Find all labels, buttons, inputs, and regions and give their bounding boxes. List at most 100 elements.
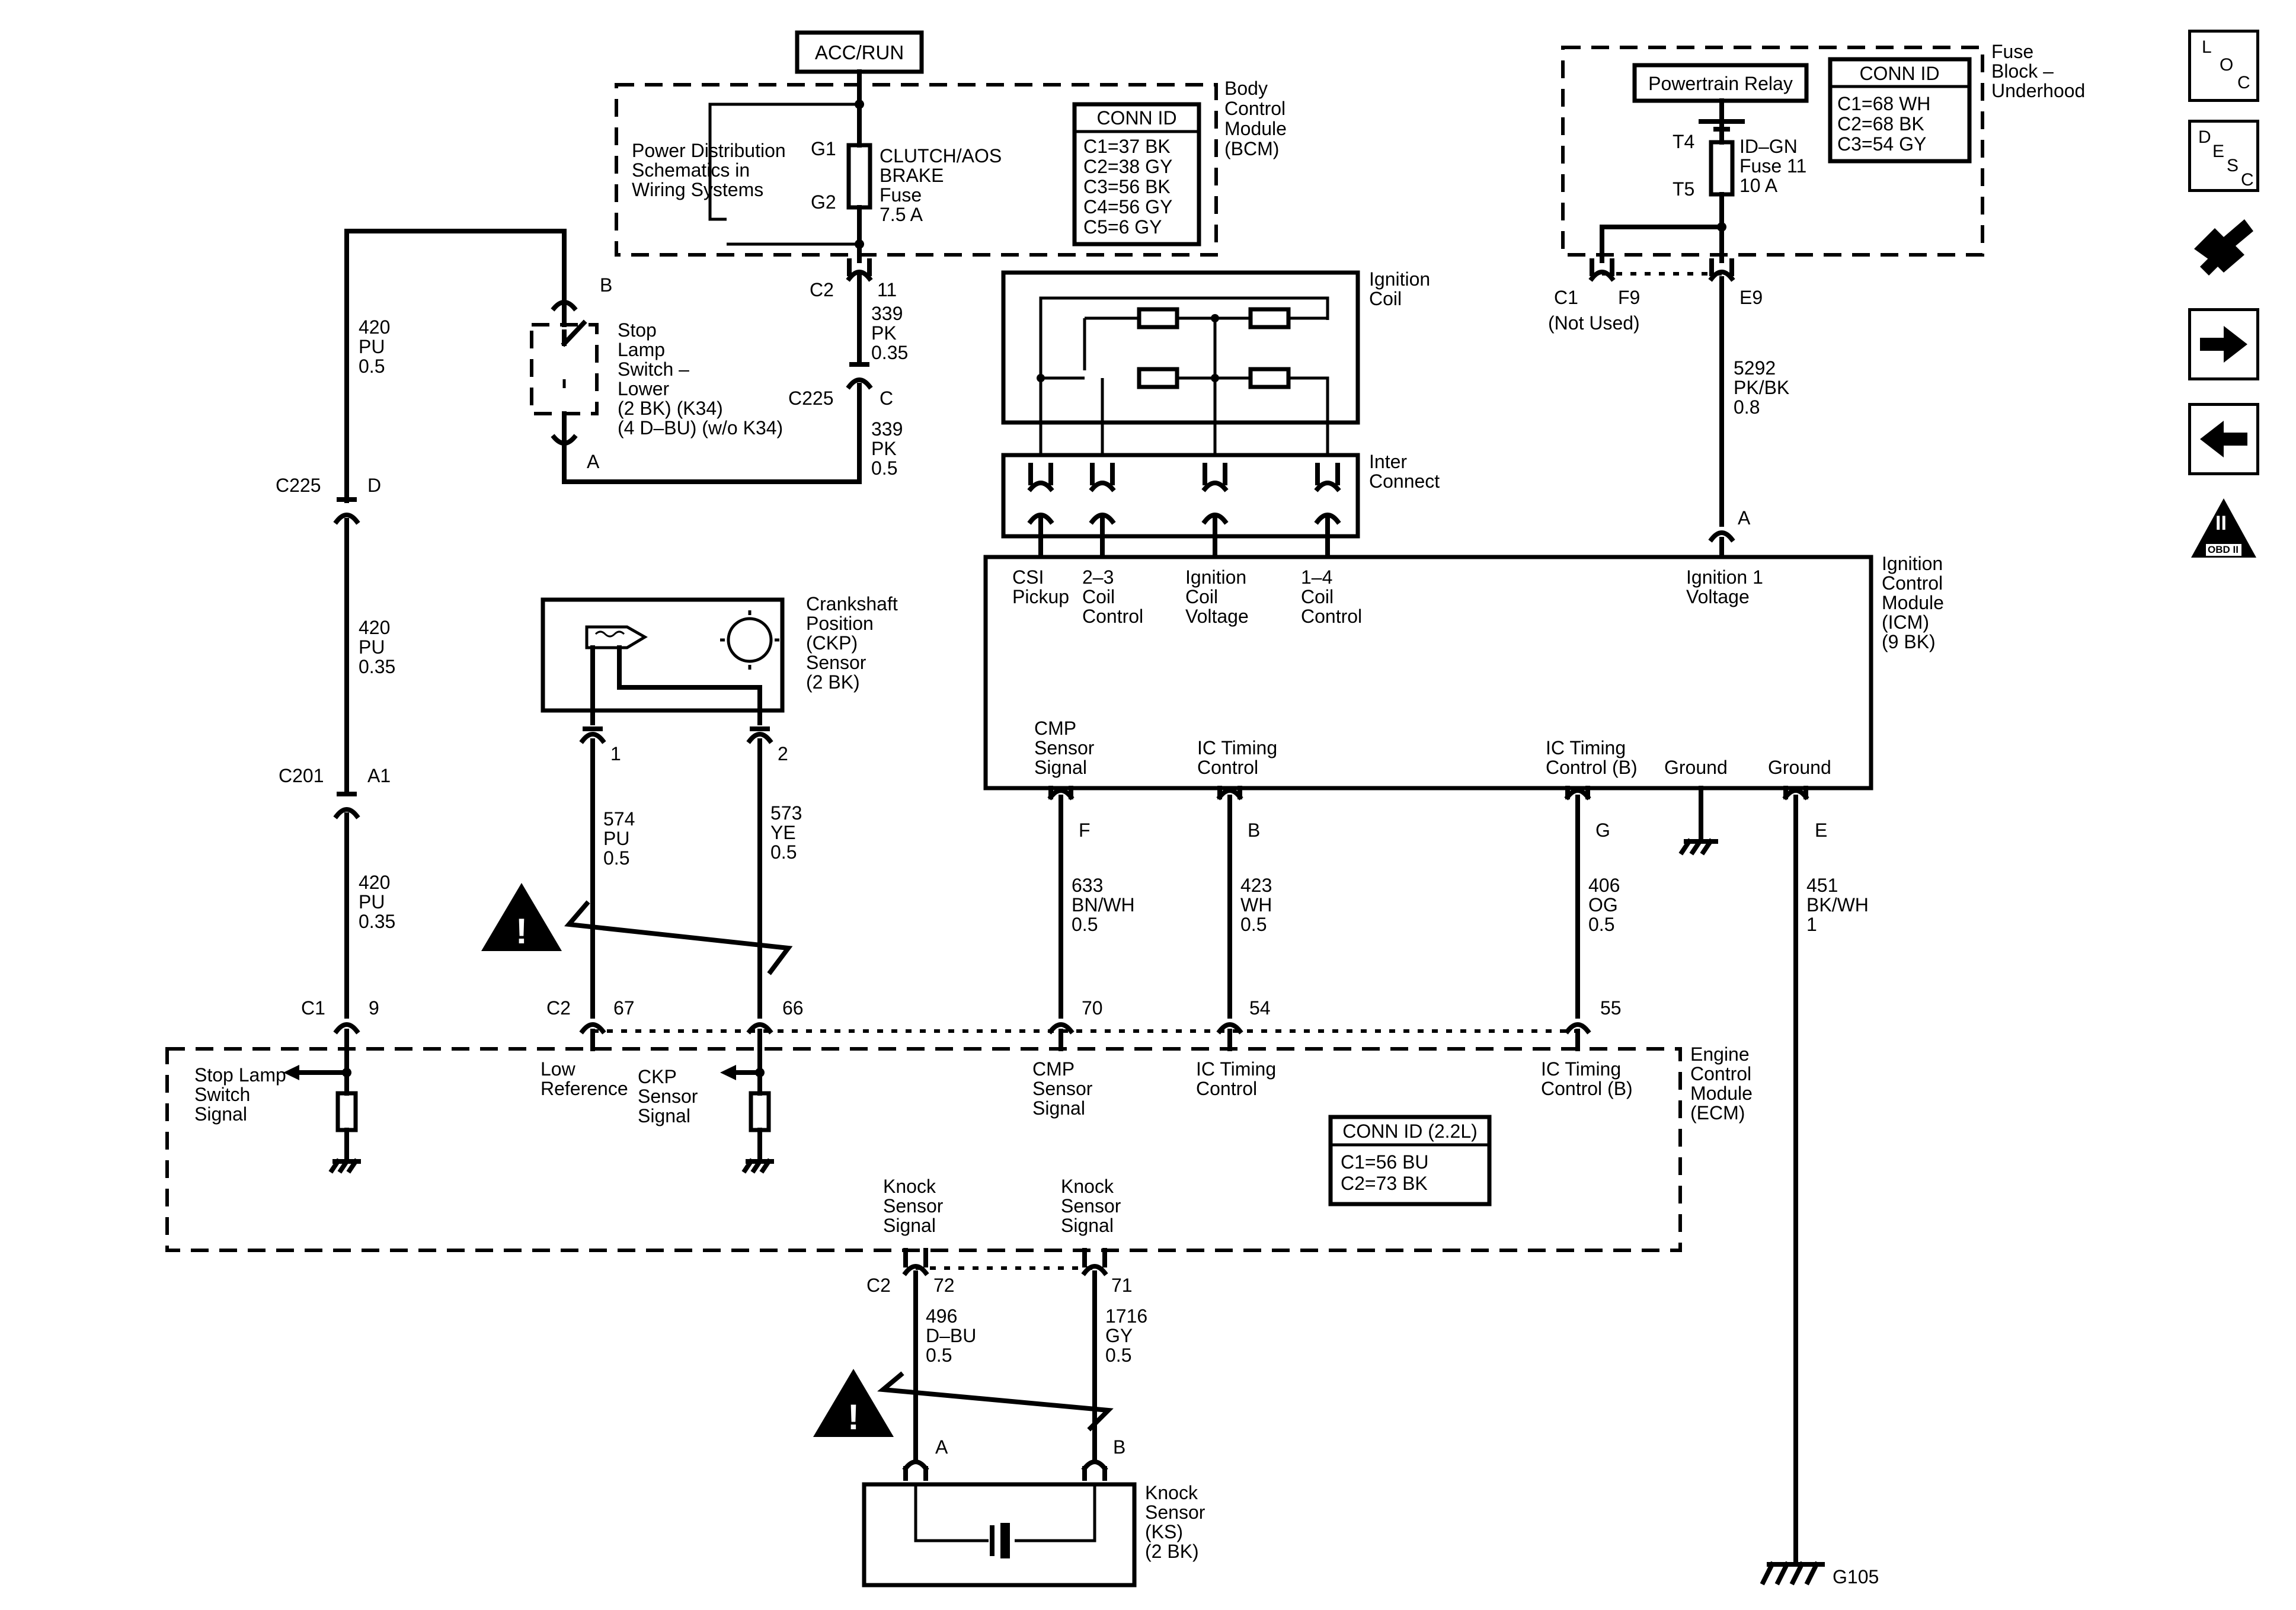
- bcm-conn-c1: C1=37 BK: [1083, 136, 1171, 157]
- loc-letter-o: O: [2220, 55, 2234, 75]
- ks-label-4: (2 BK): [1145, 1541, 1199, 1562]
- icm-igncoil-1: Ignition: [1185, 566, 1246, 588]
- w1716-2: GY: [1105, 1325, 1133, 1346]
- w1716-3: 0.5: [1105, 1345, 1131, 1366]
- w573-3: 0.5: [770, 841, 797, 863]
- desc-button[interactable]: D E S C: [2188, 120, 2259, 192]
- ckp-twisted-pair-marker: [564, 900, 793, 975]
- w633-2: BN/WH: [1072, 894, 1135, 916]
- ignition-coil-box: [1001, 270, 1360, 425]
- loc-letter-l: L: [2202, 37, 2212, 57]
- c2-11-pin: 11: [877, 279, 897, 300]
- fuse-block-title-1: Fuse: [1991, 41, 2033, 62]
- ecm-low-ref-1: Low: [541, 1058, 576, 1080]
- ckp-label-4: Sensor: [806, 652, 866, 673]
- w5292-2: PK/BK: [1734, 377, 1789, 398]
- bcm-conn-c4: C4=56 GY: [1083, 196, 1172, 217]
- ecm-ckp-3: Signal: [638, 1105, 690, 1126]
- left-arrow-icon: [2200, 421, 2247, 457]
- ckp-pin-1: 1: [610, 743, 621, 764]
- previous-arrow-button[interactable]: [2188, 403, 2259, 475]
- ecm-cmp-1: CMP: [1032, 1058, 1075, 1080]
- ks-pin-b: B: [1113, 1436, 1125, 1458]
- ground-g105: G105: [1833, 1566, 1879, 1587]
- ecm-low-ref-2: Reference: [541, 1078, 628, 1099]
- c2-72-pin: 72: [933, 1275, 955, 1296]
- ckp-sensor: Crankshaft Position (CKP) Sensor (2 BK) …: [481, 593, 898, 1035]
- stop-lamp-label-5: (2 BK) (K34): [618, 398, 723, 419]
- interconnect-label-2: Connect: [1369, 470, 1440, 492]
- ecm-conn-id-box: [1328, 1115, 1492, 1206]
- caution-icon-2[interactable]: [813, 1369, 894, 1437]
- w420a-2: PU: [359, 336, 385, 357]
- fuse-block-underhood: Fuse Block – Underhood Powertrain Relay …: [1548, 41, 2085, 559]
- engine-control-module: Engine Control Module (ECM) Stop Lamp Sw…: [165, 1029, 1753, 1252]
- w420c-3: 0.35: [359, 911, 395, 932]
- connector-c1-9: [333, 1022, 360, 1035]
- w574-3: 0.5: [603, 847, 629, 869]
- bcm-conn-c5: C5=6 GY: [1083, 216, 1162, 238]
- w573-1: 573: [770, 802, 802, 824]
- g105-ground-icon: [1760, 1561, 1825, 1586]
- stop-lamp-pin-b: B: [600, 274, 612, 296]
- power-distribution-bracket: [708, 103, 859, 221]
- ecm-conn-header: CONN ID (2.2L): [1342, 1121, 1478, 1142]
- ecm-ictimingb-1: IC Timing: [1541, 1058, 1621, 1080]
- right-arrow-icon: [2200, 326, 2247, 363]
- connector-c201-a1: [333, 807, 360, 820]
- ckp-reluctor-icon: [727, 617, 773, 663]
- stop-lamp-label-2: Lamp: [618, 339, 665, 360]
- stop-lamp-switch: B A Stop Lamp Switch – Lower (2 BK) (K34…: [344, 229, 783, 503]
- next-arrow-button[interactable]: [2188, 308, 2259, 380]
- fuse-g1: G1: [811, 138, 836, 159]
- loc-button[interactable]: L O C: [2188, 30, 2259, 102]
- w339b-1: 339: [871, 418, 903, 440]
- repair-tools-icon[interactable]: [2188, 213, 2259, 284]
- ecm-knock2-3: Signal: [1061, 1215, 1114, 1236]
- fuse-block-conn-c3: C3=54 GY: [1837, 133, 1926, 155]
- fuse-block-conn-id-box: [1828, 57, 1972, 164]
- ecm-knock1-1: Knock: [883, 1176, 936, 1197]
- icm-14coil-2: Coil: [1301, 586, 1334, 607]
- w1716-1: 1716: [1105, 1305, 1147, 1327]
- w339a-2: PK: [871, 322, 897, 344]
- fuse-block-f9: F9: [1618, 287, 1640, 308]
- caution-icon[interactable]: [481, 883, 562, 951]
- fuse-block-e9: E9: [1739, 287, 1763, 308]
- svg-text:!: !: [516, 911, 527, 951]
- ckp-signal-arrow: [720, 1065, 736, 1080]
- clutch-fuse-symbol: [846, 143, 872, 210]
- pin-54: 54: [1249, 997, 1271, 1019]
- obd-ii-button[interactable]: II OBD II: [2188, 495, 2259, 566]
- ecm-ckp-2: Sensor: [638, 1086, 698, 1107]
- powertrain-relay-label: Powertrain Relay: [1648, 73, 1793, 94]
- c2-67-ref: C2: [546, 997, 571, 1019]
- ecm-knock1-2: Sensor: [883, 1195, 944, 1217]
- ecm-title-4: (ECM): [1690, 1102, 1745, 1124]
- stop-lamp-pin-a: A: [587, 451, 600, 472]
- interconnect-label-1: Inter: [1369, 451, 1407, 472]
- stop-lamp-label-4: Lower: [618, 378, 670, 399]
- fuse-block-conn-header: CONN ID: [1859, 63, 1939, 84]
- ignition-coil-label-2: Coil: [1369, 288, 1402, 309]
- ckp-label-3: (CKP): [806, 632, 858, 654]
- clutch-fuse-2: BRAKE: [880, 165, 944, 186]
- ecm-ictiming-1: IC Timing: [1196, 1058, 1276, 1080]
- ecm-knock2-2: Sensor: [1061, 1195, 1121, 1217]
- icm-igncoil-2: Coil: [1185, 586, 1218, 607]
- fuse-11-label-3: 10 A: [1739, 175, 1778, 196]
- bcm-conn-c2: C2=38 GY: [1083, 156, 1172, 177]
- ecm-title-3: Module: [1690, 1083, 1753, 1104]
- c201-pin: A1: [367, 765, 391, 786]
- knock-sensor-box: [862, 1482, 1137, 1587]
- w496-1: 496: [926, 1305, 957, 1327]
- icm-to-ecm-circuits: 633 BN/WH 0.5 423 WH 0.5 406 OG 0.5 70 5…: [1047, 795, 1879, 1587]
- fuse-11-symbol: [1709, 140, 1735, 197]
- icm-cmp-3: Signal: [1034, 757, 1087, 778]
- clutch-fuse-1: CLUTCH/AOS: [880, 145, 1002, 167]
- w496-2: D–BU: [926, 1325, 976, 1346]
- icm-box: [983, 555, 1873, 790]
- c225d-ref: C225: [276, 475, 321, 496]
- pin-66: 66: [782, 997, 804, 1019]
- icm-pin-f: F: [1079, 820, 1091, 841]
